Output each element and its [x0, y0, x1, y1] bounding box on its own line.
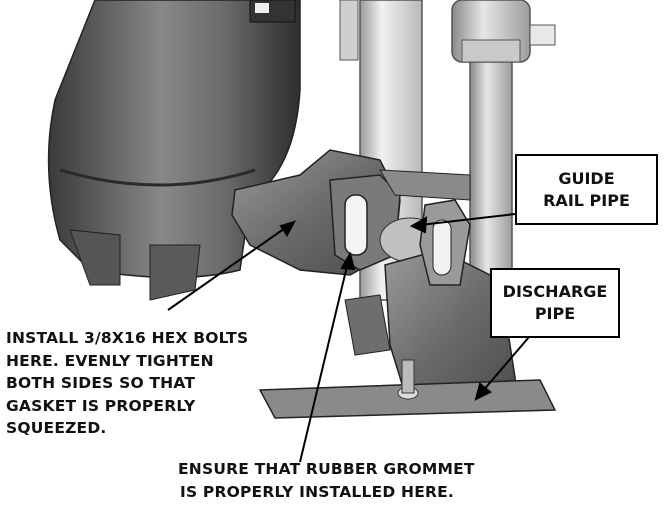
grommet-note: ENSURE THAT RUBBER GROMMET IS PROPERLY I… [178, 458, 475, 503]
guide-rail-label-line-2: RAIL PIPE [543, 190, 630, 210]
hex-bolts-note: INSTALL 3/8X16 HEX BOLTS HERE. EVENLY TI… [6, 327, 248, 440]
discharge-label-line-1: DISCHARGE [502, 282, 608, 301]
hex-bolts-note-line-3: BOTH SIDES SO THAT [6, 374, 196, 392]
grommet-note-line-2: IS PROPERLY INSTALLED HERE. [180, 482, 455, 501]
leader-lines [167, 213, 536, 463]
hex-bolts-note-line-1: INSTALL 3/8X16 HEX BOLTS [6, 329, 249, 347]
hex-bolts-note-line-5: SQUEEZED. [6, 419, 107, 437]
pump-motor [47, 0, 301, 301]
coupling-bracket [231, 149, 471, 276]
discharge-label-line-2: PIPE [534, 304, 576, 323]
grommet-note-line-1: ENSURE THAT RUBBER GROMMET [178, 460, 475, 478]
guide-rail-label-line-1: GUIDE [558, 168, 615, 188]
base-elbow [258, 199, 557, 419]
hex-bolts-note-line-4: GASKET IS PROPERLY [6, 396, 196, 415]
guide-rail-pipe-label: GUIDE RAIL PIPE [515, 154, 658, 225]
hex-bolts-note-line-2: HERE. EVENLY TIGHTEN [6, 351, 214, 370]
discharge-pipe-label: DISCHARGE PIPE [490, 268, 620, 338]
